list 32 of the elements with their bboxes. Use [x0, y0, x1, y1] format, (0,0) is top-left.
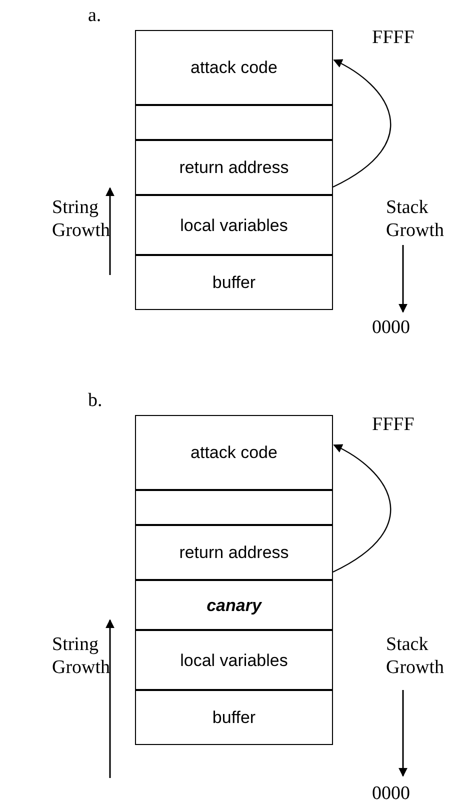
slot-text: local variables [180, 214, 288, 236]
slot-text: return address [179, 157, 289, 178]
empty-stack-slot [135, 490, 333, 525]
stack-frame-slot [135, 525, 333, 580]
slot-text: return address [179, 542, 289, 563]
slot-text: attack code [190, 442, 278, 463]
growth-label: Stack Growth [386, 633, 446, 679]
stack-frame-slot [135, 140, 333, 195]
stack-frame-slot [135, 195, 333, 255]
growth-label: String Growth [52, 633, 112, 679]
stack-frame-slot [135, 690, 333, 745]
address-label: FFFF [372, 26, 416, 49]
slot-text: buffer [212, 707, 256, 728]
panel-letter: a. [88, 4, 102, 27]
curved-arrow [332, 59, 392, 188]
curved-arrow [332, 444, 392, 573]
slot-text: local variables [180, 650, 288, 670]
slot-text: attack code [190, 57, 278, 78]
slot-text: canary [206, 594, 262, 616]
empty-stack-slot [135, 105, 333, 140]
growth-label: Stack Growth [386, 196, 446, 242]
address-label: 0000 [372, 316, 411, 339]
stack-frame-slot [135, 580, 333, 630]
stack-frame-slot [135, 30, 333, 105]
stack-frame-slot [135, 415, 333, 490]
address-label: FFFF [372, 413, 416, 436]
stack-frame-slot [135, 255, 333, 310]
growth-label: String Growth [52, 196, 112, 242]
slot-text: buffer [212, 272, 256, 293]
address-label: 0000 [372, 782, 411, 805]
stack-frame-slot [135, 630, 333, 690]
panel-letter: b. [88, 389, 104, 412]
